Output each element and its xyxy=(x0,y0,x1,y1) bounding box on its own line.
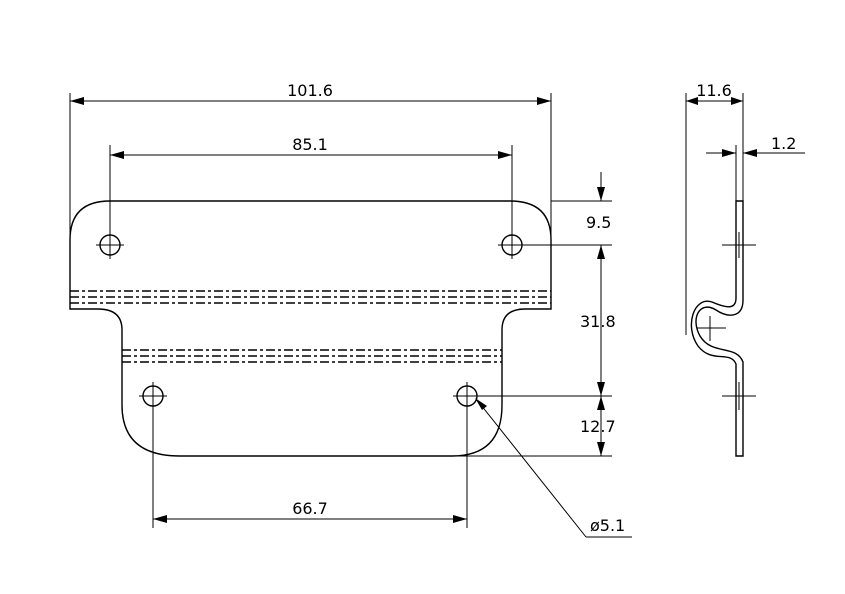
side-centerline-middle xyxy=(697,316,726,341)
dim-bottom-hole-offset-label: 12.7 xyxy=(580,417,616,436)
hole-top-right xyxy=(498,231,526,259)
hole-top-left xyxy=(96,231,124,259)
dim-overall-width: 101.6 xyxy=(69,81,552,240)
vertical-extension-lines xyxy=(452,200,612,457)
dim-hole-vertical-spacing: 31.8 xyxy=(580,245,616,396)
dim-top-hole-offset-label: 9.5 xyxy=(586,213,611,232)
dim-top-hole-spacing-label: 85.1 xyxy=(292,135,328,154)
dim-side-depth-label: 11.6 xyxy=(696,81,732,100)
side-centerline-top xyxy=(722,232,756,258)
front-view xyxy=(69,200,552,457)
dim-top-hole-spacing: 85.1 xyxy=(109,135,513,231)
side-centerline-bottom xyxy=(722,382,756,410)
hole-bottom-left xyxy=(139,382,167,410)
side-view xyxy=(690,200,756,457)
dim-bottom-hole-offset: 12.7 xyxy=(580,396,616,456)
dim-overall-width-label: 101.6 xyxy=(287,81,333,100)
dim-hole-vertical-spacing-label: 31.8 xyxy=(580,312,616,331)
dim-side-depth: 11.6 xyxy=(685,81,744,335)
dim-bottom-hole-spacing: 66.7 xyxy=(152,410,468,528)
side-profile xyxy=(690,200,744,457)
dim-top-hole-offset: 9.5 xyxy=(586,172,611,232)
dim-hole-diameter: ø5.1 xyxy=(475,398,632,538)
dim-hole-diameter-label: ø5.1 xyxy=(590,516,625,535)
dim-thickness: 1.2 xyxy=(706,134,805,201)
dim-thickness-label: 1.2 xyxy=(771,134,796,153)
lower-bend-lines xyxy=(122,349,502,363)
plate-outline xyxy=(69,200,552,457)
hole-bottom-right xyxy=(453,382,481,410)
dim-bottom-hole-spacing-label: 66.7 xyxy=(292,499,328,518)
upper-bend-lines xyxy=(70,290,551,304)
